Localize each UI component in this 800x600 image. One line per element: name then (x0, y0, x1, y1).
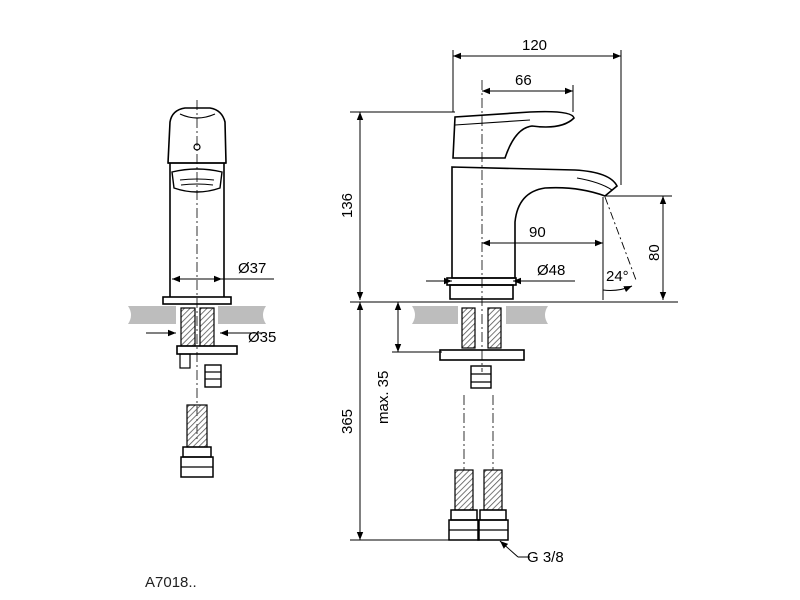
front-rods (176, 307, 238, 388)
side-length-label: 120 (522, 37, 547, 54)
side-reach-label: 90 (529, 224, 546, 241)
side-hoses (448, 469, 509, 541)
front-worktop (128, 306, 266, 324)
side-dia-48-label: Ø48 (537, 262, 565, 279)
side-view (446, 80, 637, 372)
front-aerator (171, 168, 223, 193)
side-max-label: max. 35 (375, 371, 392, 424)
front-hose (180, 404, 214, 478)
side-thread-label: G 3/8 (527, 549, 564, 566)
front-view (162, 100, 232, 440)
side-lever (452, 110, 575, 159)
front-dia-37-label: Ø37 (238, 260, 266, 277)
side-angle-label: 24° (606, 268, 629, 285)
side-spout (451, 166, 618, 279)
drawing-code: A7018.. (145, 574, 197, 591)
side-clearance-label: 80 (646, 244, 663, 261)
side-dimensions (350, 50, 678, 558)
side-rods (439, 307, 525, 470)
side-under-label: 365 (339, 409, 356, 434)
side-lever-label: 66 (515, 72, 532, 89)
side-worktop (412, 306, 548, 324)
side-height-label: 136 (339, 193, 356, 218)
front-handle (167, 107, 227, 164)
front-dia-35-label: Ø35 (248, 329, 276, 346)
